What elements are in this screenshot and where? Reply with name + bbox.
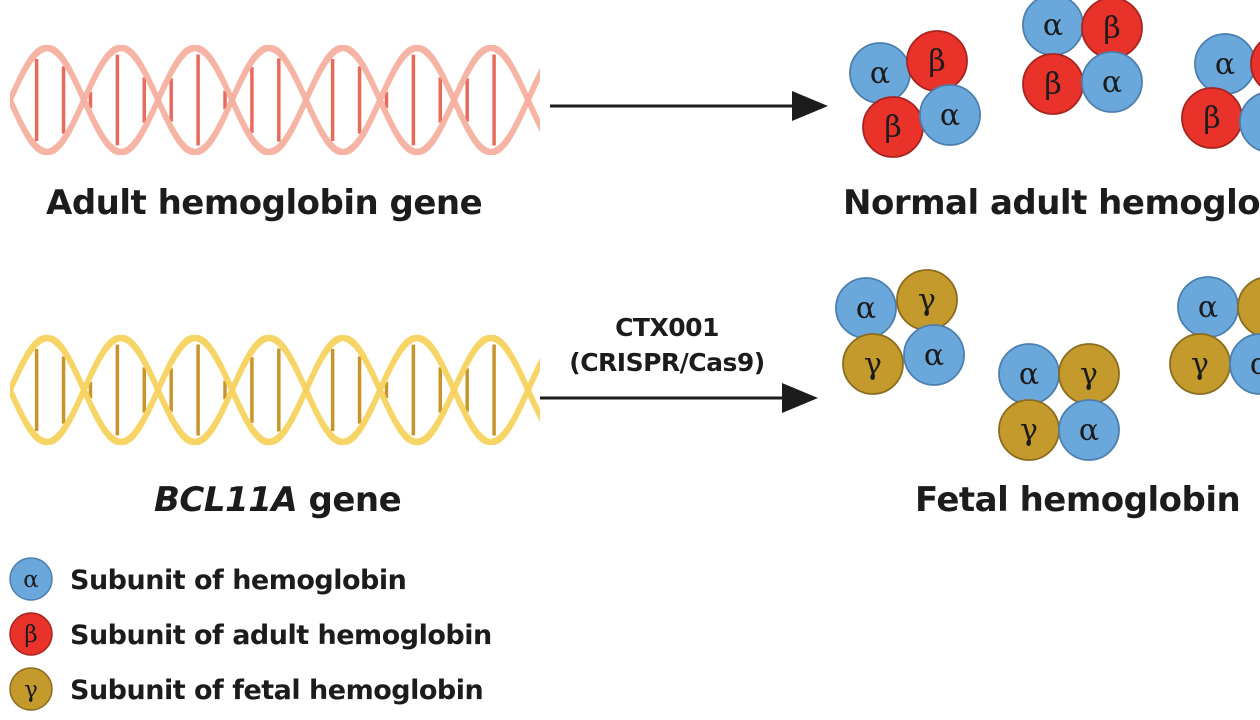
adult-dna-helix — [10, 44, 540, 156]
legend-alpha-text: Subunit of hemoglobin — [70, 565, 407, 596]
beta-subunit-circle — [1250, 41, 1260, 87]
beta-subunit-symbol: β — [884, 110, 901, 145]
gene-word: gene — [297, 480, 402, 520]
gamma-subunit-symbol: γ — [1020, 413, 1038, 448]
dna-strand — [10, 334, 540, 446]
alpha-subunit-symbol: α — [940, 98, 960, 133]
svg-text:β: β — [24, 622, 37, 648]
beta-subunit-icon: β — [9, 612, 53, 656]
svg-text:α: α — [23, 567, 39, 593]
bcl11a-name: BCL11A — [154, 480, 298, 520]
svg-text:γ: γ — [24, 677, 38, 703]
alpha-subunit-symbol: α — [856, 291, 876, 326]
alpha-subunit-symbol: α — [1198, 290, 1218, 325]
alpha-subunit-circle — [903, 324, 965, 386]
alpha-subunit-circle — [1058, 399, 1120, 461]
beta-subunit-symbol: β — [1203, 101, 1220, 136]
legend-beta-text: Subunit of adult hemoglobin — [70, 620, 492, 651]
gamma-subunit-symbol: γ — [918, 283, 936, 318]
crispr-cas9-label: (CRISPR/Cas9) — [569, 348, 765, 377]
hemoglobin-molecules: αββααββααββααγγααγγααγγα — [835, 0, 1260, 461]
beta-subunit-symbol: β — [1103, 11, 1120, 46]
alpha-subunit-circle — [1229, 333, 1260, 395]
alpha-subunit-symbol: α — [1102, 65, 1122, 100]
beta-subunit-symbol: β — [1044, 67, 1061, 102]
alpha-subunit-symbol: α — [1215, 47, 1235, 82]
fetal-hemoglobin-label: Fetal hemoglobin — [915, 480, 1241, 520]
gamma-subunit-circle — [1237, 277, 1260, 337]
alpha-subunit-circle — [1239, 92, 1260, 152]
alpha-subunit-circle — [919, 84, 981, 146]
ctx001-label: CTX001 — [615, 313, 719, 342]
gamma-subunit-symbol: γ — [1080, 357, 1098, 392]
dna-strand — [10, 334, 540, 446]
gamma-subunit-symbol: γ — [1191, 347, 1209, 382]
beta-subunit-symbol: β — [928, 44, 945, 79]
alpha-subunit-symbol: α — [924, 338, 944, 373]
alpha-subunit-symbol: α — [1250, 347, 1260, 382]
alpha-subunit-icon: α — [9, 557, 53, 601]
gamma-subunit-circle — [842, 333, 904, 395]
alpha-subunit-circle — [1081, 51, 1143, 113]
legend-gamma-text: Subunit of fetal hemoglobin — [70, 675, 484, 706]
gamma-subunit-icon: γ — [9, 667, 53, 711]
dna-strand — [10, 44, 540, 156]
alpha-subunit-symbol: α — [1019, 357, 1039, 392]
adult-gene-label: Adult hemoglobin gene — [46, 183, 483, 223]
bcl11a-gene-label: BCL11A gene — [154, 480, 402, 520]
alpha-subunit-symbol: α — [870, 56, 890, 91]
alpha-subunit-symbol: α — [1079, 413, 1099, 448]
alpha-subunit-symbol: α — [1043, 8, 1063, 43]
dna-strand — [10, 44, 540, 156]
fetal-dna-helix — [10, 334, 540, 446]
gamma-subunit-symbol: γ — [864, 347, 882, 382]
normal-adult-hemoglobin-label: Normal adult hemoglobin — [843, 183, 1260, 223]
